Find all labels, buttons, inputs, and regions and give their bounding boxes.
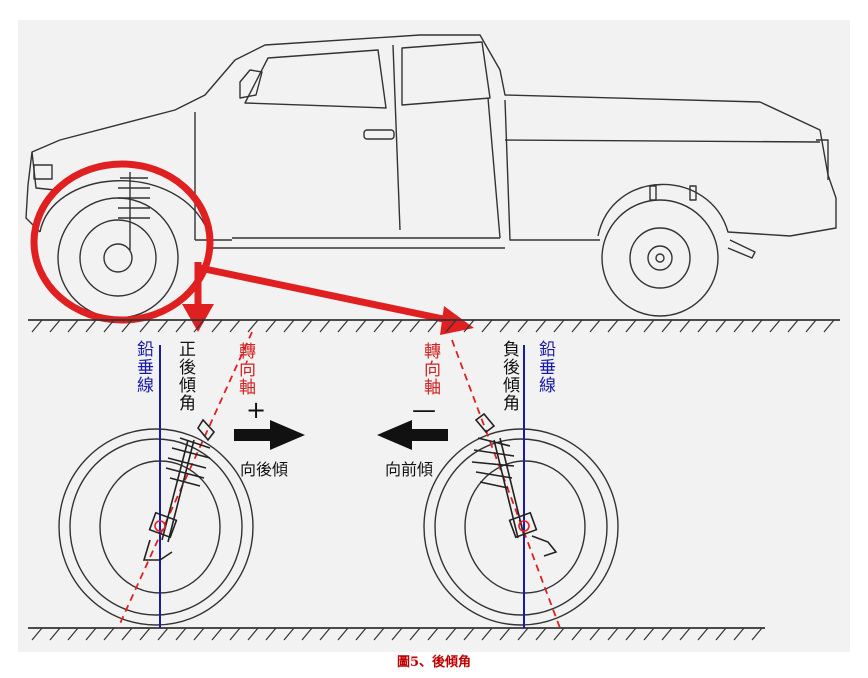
- steering-axis-label-right: 轉向軸: [420, 342, 440, 396]
- ground-lower: [28, 627, 765, 641]
- plus-sign: +: [246, 396, 267, 424]
- tilt-back-label: 向後傾: [240, 460, 289, 479]
- arrow-forward: [377, 420, 448, 450]
- positive-caster-label: 正後傾角: [175, 340, 195, 412]
- steering-axis-label-left: 轉向軸: [235, 342, 255, 396]
- steering-axis-left: [117, 331, 253, 629]
- tilt-forward-label: 向前傾: [385, 460, 434, 479]
- plumb-line-label-left: 鉛垂線: [133, 340, 153, 394]
- negative-caster-label: 負後傾角: [499, 340, 519, 412]
- arrow-backward: [234, 420, 305, 450]
- right-strut-assembly: [471, 412, 558, 557]
- steering-axis-right: [451, 339, 561, 629]
- figure-caption: 圖5、後傾角: [396, 655, 472, 670]
- pickup-truck-illustration: [25, 34, 837, 259]
- left-strut-assembly: [142, 418, 216, 561]
- ground-upper: [28, 319, 840, 333]
- rear-wheel: [601, 199, 719, 317]
- diagram-background: [18, 20, 850, 652]
- plumb-line-label-right: 鉛垂線: [535, 340, 555, 394]
- minus-sign: —: [412, 396, 436, 424]
